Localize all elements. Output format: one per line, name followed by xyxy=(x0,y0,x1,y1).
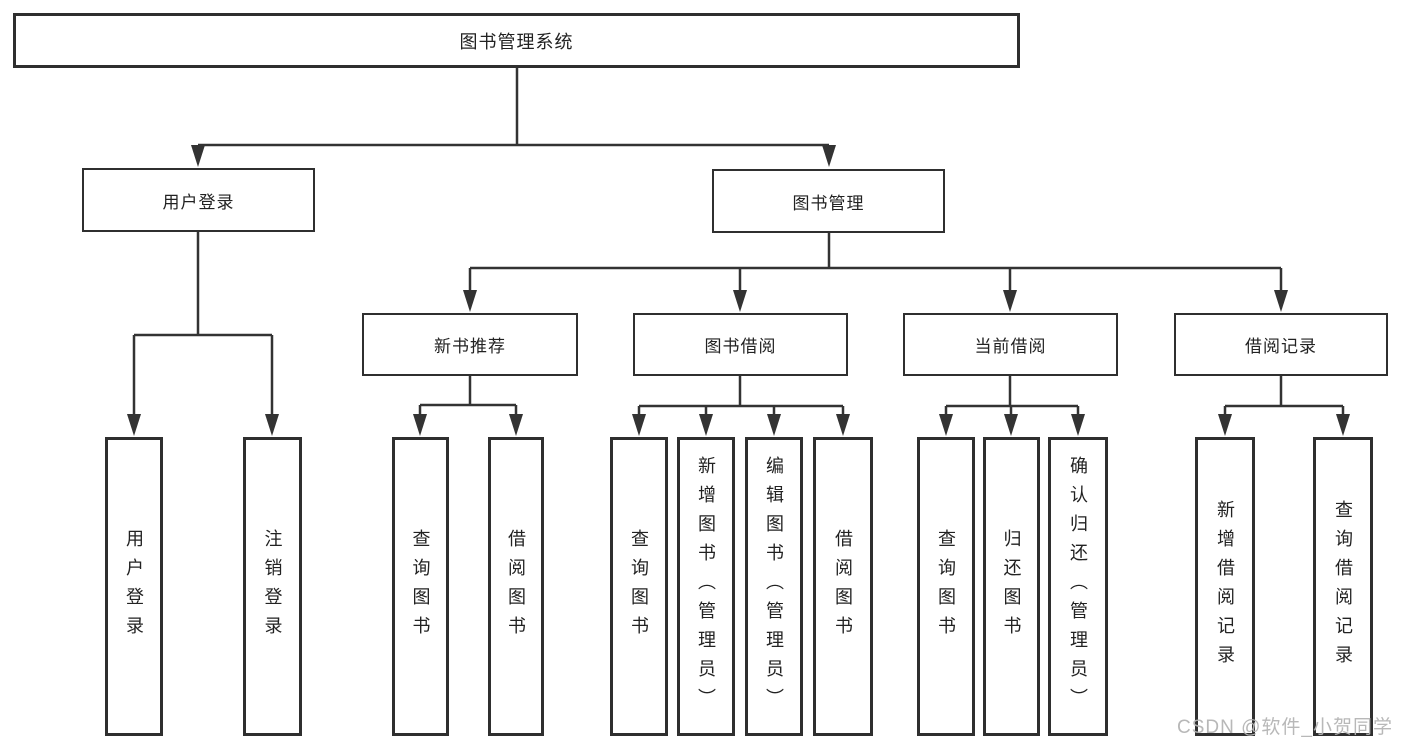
arrowhead-icon xyxy=(939,414,953,436)
node-book-management: 图书管理 xyxy=(712,169,945,233)
connector-book-borrow-to-leaves xyxy=(637,376,845,420)
arrowhead-icon xyxy=(733,290,747,312)
connector-borrow-records-to-leaves xyxy=(1223,376,1345,420)
node-label: 查询图书 xyxy=(936,528,956,645)
node-current-borrowing: 当前借阅 xyxy=(903,313,1118,376)
leaf-borrow-books-borrowing: 借阅图书 xyxy=(813,437,873,736)
leaf-user-login: 用户登录 xyxy=(105,437,163,736)
node-label: 新书推荐 xyxy=(434,337,506,356)
arrowhead-icon xyxy=(1003,290,1017,312)
connector-root-to-level2 xyxy=(196,68,831,150)
leaf-add-book-admin: 新增图书（管理员） xyxy=(677,437,735,736)
node-label: 用户登录 xyxy=(124,528,144,645)
node-label: 图书借阅 xyxy=(704,337,777,356)
leaf-return-books: 归还图书 xyxy=(983,437,1040,736)
arrowhead-icon xyxy=(699,414,713,436)
arrowhead-icon xyxy=(1274,290,1288,312)
connector-user-login-to-leaves xyxy=(132,232,274,420)
connector-book-mgmt-to-level3 xyxy=(468,233,1283,295)
leaf-logout: 注销登录 xyxy=(243,437,302,736)
node-label: 图书管理系统 xyxy=(459,31,574,52)
arrowhead-icon xyxy=(767,414,781,436)
node-new-book-recommendation: 新书推荐 xyxy=(362,313,578,376)
arrowhead-icon xyxy=(509,414,523,436)
node-label: 查询借阅记录 xyxy=(1333,499,1353,674)
connector-new-book-rec-to-leaves xyxy=(418,376,518,420)
node-label: 借阅记录 xyxy=(1245,337,1317,356)
arrowhead-icon xyxy=(836,414,850,436)
arrowhead-icon xyxy=(413,414,427,436)
arrowhead-icon xyxy=(822,145,836,167)
leaf-borrow-books-recommend: 借阅图书 xyxy=(488,437,544,736)
arrowhead-icon xyxy=(1004,414,1018,436)
node-label: 确认归还（管理员） xyxy=(1068,456,1088,717)
node-user-login: 用户登录 xyxy=(82,168,315,232)
arrowhead-icon xyxy=(632,414,646,436)
node-label: 注销登录 xyxy=(262,528,283,645)
node-label: 新增图书（管理员） xyxy=(696,456,716,717)
node-label: 当前借阅 xyxy=(974,337,1047,356)
node-label: 借阅图书 xyxy=(833,528,853,645)
node-book-management-system: 图书管理系统 xyxy=(13,13,1020,68)
arrowheads xyxy=(127,145,1350,436)
leaf-edit-book-admin: 编辑图书（管理员） xyxy=(745,437,803,736)
node-label: 借阅图书 xyxy=(506,528,526,645)
node-label: 归还图书 xyxy=(1001,528,1022,645)
node-borrow-records: 借阅记录 xyxy=(1174,313,1388,376)
arrowhead-icon xyxy=(1336,414,1350,436)
node-label: 查询图书 xyxy=(629,528,649,645)
connector-current-borrow-to-leaves xyxy=(944,376,1080,420)
leaf-add-borrow-record: 新增借阅记录 xyxy=(1195,437,1255,736)
node-label: 图书管理 xyxy=(792,193,865,213)
leaf-query-books-borrowing: 查询图书 xyxy=(610,437,668,736)
leaf-query-books-recommend: 查询图书 xyxy=(392,437,449,736)
arrowhead-icon xyxy=(191,145,205,167)
arrowhead-icon xyxy=(127,414,141,436)
node-label: 用户登录 xyxy=(162,192,235,212)
arrowhead-icon xyxy=(1218,414,1232,436)
leaf-query-borrow-record: 查询借阅记录 xyxy=(1313,437,1373,736)
leaf-confirm-return-admin: 确认归还（管理员） xyxy=(1048,437,1108,736)
csdn-watermark: CSDN @软件_小贺同学 xyxy=(1177,717,1393,738)
node-label: 编辑图书（管理员） xyxy=(764,456,784,717)
leaf-query-books-current: 查询图书 xyxy=(917,437,975,736)
node-label: 新增借阅记录 xyxy=(1215,499,1235,674)
arrowhead-icon xyxy=(1071,414,1085,436)
arrowhead-icon xyxy=(463,290,477,312)
node-label: 查询图书 xyxy=(410,528,431,645)
arrowhead-icon xyxy=(265,414,279,436)
node-book-borrowing: 图书借阅 xyxy=(633,313,848,376)
